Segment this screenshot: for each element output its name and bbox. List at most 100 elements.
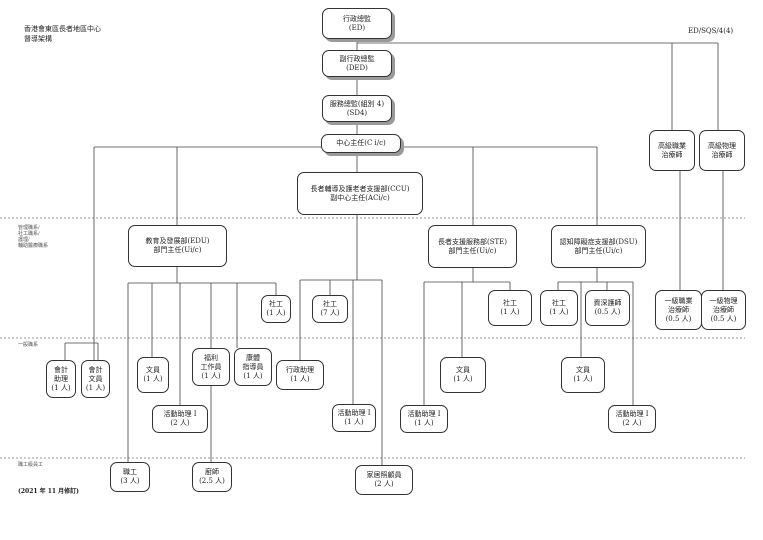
node-programme-assistant-dsu-l2: (2 人)	[622, 419, 642, 427]
node-programme-assistant-ccu: 活動助理 I (1 人)	[332, 404, 376, 432]
node-senior-worker-l1: 資深護師	[593, 299, 622, 307]
node-senior-worker-l2: (0.5 人)	[594, 308, 621, 316]
node-dsu-department-l2: 部門主任(Ui/c)	[574, 246, 623, 255]
node-clerk-dsu-l1: 文員	[576, 366, 590, 374]
node-cook: 廚師 (2.5 人)	[192, 462, 232, 492]
node-service-director: 服務總監(組別 4) (SD4)	[322, 95, 392, 122]
zone-label-worker: 職工級員工	[18, 462, 44, 468]
node-programme-assistant-dsu-l1: 活動助理 I	[615, 410, 649, 418]
node-social-worker-dsu: 社工 (1 人)	[540, 290, 578, 326]
zone-label-management: 管理職系/ 社工職系/ 護理/ 輔助醫療職系	[18, 225, 48, 249]
node-social-worker-ccu: 社工 (7 人)	[312, 295, 348, 323]
node-social-worker-dsu-l2: (1 人)	[549, 308, 569, 316]
zone-label-management-3: 護理/	[18, 237, 30, 243]
node-welfare-worker-l3: (1 人)	[201, 371, 221, 380]
node-senior-pt: 高級物理 治療師	[699, 130, 745, 171]
node-clerk-edu: 文員 (1 人)	[137, 357, 169, 393]
node-deputy-executive-director-l2: (DED)	[346, 63, 368, 72]
zone-label-management-4: 輔助醫療職系	[18, 243, 49, 249]
node-programme-assistant-ste-l2: (1 人)	[414, 419, 434, 427]
node-edu-department: 教育及發展部(EDU) 部門主任(Ui/c)	[128, 225, 227, 267]
node-home-care-worker-l2: (2 人)	[374, 480, 394, 488]
revision-note: (2021 年 11 月修訂)	[18, 488, 79, 495]
node-workman-l2: (3 人)	[120, 477, 140, 485]
node-health-instructor-l3: (1 人)	[243, 371, 263, 380]
node-accounting-assistant: 會計 助理 (1 人)	[46, 360, 76, 398]
node-social-worker-edu-l1: 社工	[269, 300, 283, 308]
node-cook-l2: (2.5 人)	[199, 477, 225, 485]
node-admin-assistant-l2: (1 人)	[290, 375, 310, 383]
node-ccu-department: 長者輔導及護老者支援部(CCU) 副中心主任(ACi/c)	[297, 172, 423, 215]
node-welfare-worker: 福利 工作員 (1 人)	[192, 348, 230, 386]
node-deputy-executive-director-l1: 副行政總監	[339, 54, 375, 63]
node-accounting-assistant-l3: (1 人)	[51, 383, 71, 392]
node-social-worker-dsu-l1: 社工	[552, 299, 566, 307]
node-senior-pt-l1: 高級物理	[708, 141, 736, 150]
node-social-worker-ccu-l2: (7 人)	[320, 309, 340, 317]
node-social-worker-ste-l1: 社工	[503, 299, 517, 307]
node-executive-director-l2: (ED)	[348, 23, 366, 32]
node-social-worker-ste: 社工 (1 人)	[488, 290, 532, 326]
node-accounting-assistant-l1: 會計	[54, 365, 68, 374]
node-programme-assistant-dsu: 活動助理 I (2 人)	[608, 405, 656, 433]
node-social-worker-edu-l2: (1 人)	[266, 309, 286, 317]
node-ot-grade1: 一級職業 治療師 (0.5 人)	[655, 290, 702, 330]
node-accounting-clerk-l1: 會計	[88, 365, 103, 374]
node-ste-department: 長者支援服務部(STE) 部門主任(Ui/c)	[428, 225, 517, 268]
node-service-director-l2: (SD4)	[346, 108, 368, 117]
node-programme-assistant-ccu-l2: (1 人)	[344, 418, 364, 426]
node-clerk-dsu: 文員 (1 人)	[561, 357, 605, 393]
node-accounting-assistant-l2: 助理	[54, 374, 68, 383]
node-programme-assistant-ste-l1: 活動助理 I	[407, 410, 441, 418]
node-programme-assistant-edu: 活動助理 I (2 人)	[152, 405, 208, 433]
node-admin-assistant-l1: 行政助理	[286, 366, 314, 374]
zone-label-management-1: 管理職系/	[18, 225, 40, 231]
node-social-worker-edu: 社工 (1 人)	[261, 295, 291, 323]
node-pt-grade1-l1: 一級物理	[709, 296, 738, 305]
node-clerk-ste: 文員 (1 人)	[440, 357, 486, 393]
node-clerk-edu-l2: (1 人)	[143, 375, 163, 383]
node-executive-director-l1: 行政總監	[343, 14, 371, 23]
node-clerk-edu-l1: 文員	[146, 366, 160, 374]
document-code: ED/SQS/4(4)	[688, 27, 734, 35]
node-welfare-worker-l2: 工作員	[200, 362, 222, 371]
node-welfare-worker-l1: 福利	[204, 353, 218, 362]
node-ste-department-l1: 長者支援服務部(STE)	[437, 237, 508, 246]
node-admin-assistant: 行政助理 (1 人)	[276, 360, 324, 390]
node-executive-director: 行政總監 (ED)	[322, 8, 392, 39]
node-cook-l1: 廚師	[205, 468, 219, 476]
node-centre-in-charge-l1: 中心主任(C i/c)	[336, 139, 386, 147]
node-senior-ot-l1: 高級職業	[658, 141, 686, 150]
org-title-line1: 香港會東區長者地區中心	[24, 25, 101, 33]
node-workman-l1: 職工	[123, 468, 137, 476]
node-senior-ot-l2: 治療師	[661, 150, 683, 159]
zone-label-management-2: 社工職系/	[18, 231, 40, 237]
node-home-care-worker-l1: 家居照顧員	[366, 471, 402, 479]
node-senior-pt-l2: 治療師	[711, 150, 733, 159]
node-ste-department-l2: 部門主任(Ui/c)	[448, 246, 497, 255]
node-accounting-clerk-l3: (1 人)	[85, 383, 106, 392]
node-dsu-department: 認知障礙症支援部(DSU) 部門主任(Ui/c)	[551, 225, 646, 268]
node-accounting-clerk: 會計 文員 (1 人)	[81, 360, 110, 398]
node-deputy-executive-director: 副行政總監 (DED)	[322, 50, 392, 77]
node-ot-grade1-l3: (0.5 人)	[665, 314, 692, 323]
node-accounting-clerk-l2: 文員	[88, 374, 103, 383]
node-programme-assistant-edu-l2: (2 人)	[170, 419, 190, 427]
node-pt-grade1: 一級物理 治療師 (0.5 人)	[701, 290, 746, 330]
zone-label-general: 一般職系	[18, 342, 39, 348]
node-social-worker-ccu-l1: 社工	[323, 300, 337, 308]
node-clerk-dsu-l2: (1 人)	[573, 375, 593, 383]
node-health-instructor-l1: 康體	[246, 353, 260, 362]
node-pt-grade1-l3: (0.5 人)	[710, 314, 737, 323]
node-dsu-department-l1: 認知障礙症支援部(DSU)	[559, 237, 638, 246]
node-ot-grade1-l1: 一級職業	[664, 296, 693, 305]
node-clerk-ste-l1: 文員	[456, 366, 470, 374]
node-ccu-department-l1: 長者輔導及護老者支援部(CCU)	[310, 184, 410, 193]
node-senior-ot: 高級職業 治療師	[649, 130, 695, 171]
node-programme-assistant-edu-l1: 活動助理 I	[163, 410, 197, 418]
node-programme-assistant-ste: 活動助理 I (1 人)	[400, 405, 448, 433]
node-edu-department-l1: 教育及發展部(EDU)	[145, 237, 210, 245]
node-pt-grade1-l2: 治療師	[713, 305, 734, 314]
node-centre-in-charge: 中心主任(C i/c)	[321, 134, 401, 153]
node-programme-assistant-ccu-l1: 活動助理 I	[337, 409, 371, 417]
